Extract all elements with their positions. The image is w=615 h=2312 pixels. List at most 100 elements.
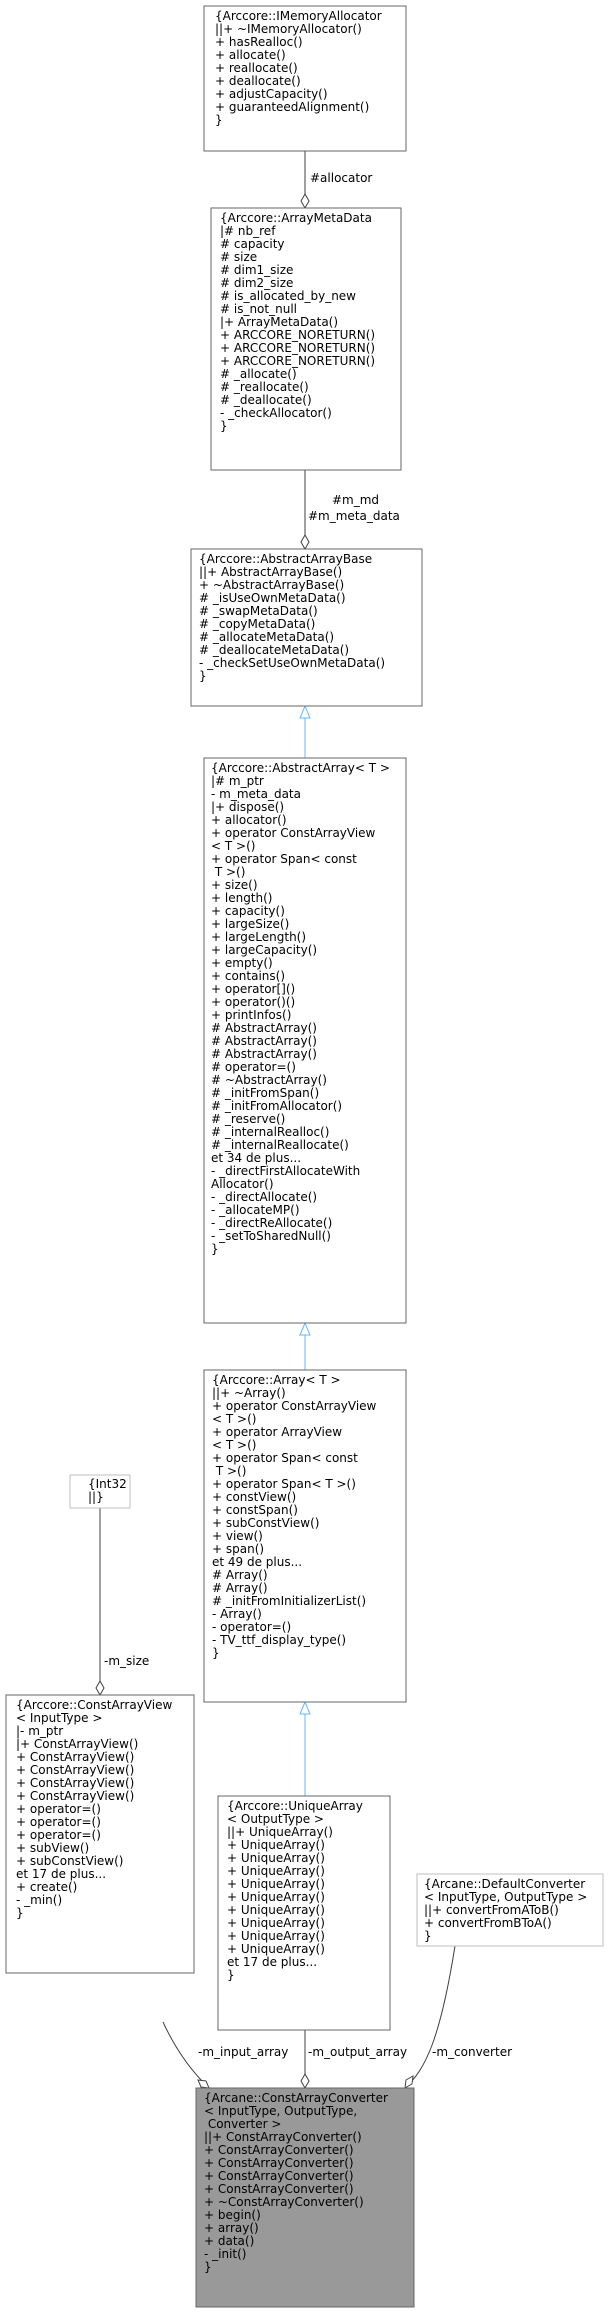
member-line: + UniqueArray() [227,1851,325,1865]
member-line: + operator=() [16,1828,101,1842]
member-line: # _deallocateMetaData() [199,643,349,657]
member-line: # _allocateMetaData() [199,630,334,644]
member-line: ||+ ConstArrayConverter() [204,2130,362,2144]
member-line: + printInfos() [211,1008,291,1022]
member-line: + constView() [212,1490,296,1504]
member-line: < InputType > [16,1711,102,1725]
member-line: ||+ UniqueArray() [227,1825,333,1839]
member-line: + operator ConstArrayView [212,1399,377,1413]
member-line: + ~ConstArrayConverter() [204,2195,364,2209]
member-line: |- m_ptr [16,1724,63,1738]
node-array: {Arccore::Array< T >||+ ~Array()+ operat… [203,1369,407,1703]
member-line: + ConstArrayView() [16,1763,134,1777]
member-line: - _checkSetUseOwnMetaData() [199,656,385,670]
nodes: {Arccore::IMemoryAllocator||+ ~IMemoryAl… [5,5,604,2308]
member-line: + view() [212,1529,263,1543]
node-text-abstract-array: {Arccore::AbstractArray< T >|# m_ptr- m_… [211,761,390,1256]
edge-label-output-array: -m_output_array [308,2045,407,2059]
member-line: T >() [211,865,245,879]
member-line: < T >() [212,1412,256,1426]
node-text-int32: {Int32||} [88,1477,127,1504]
member-line: + size() [211,878,258,892]
member-line: } [220,419,228,433]
member-line: } [227,1968,235,1982]
member-line: } [204,2260,212,2274]
member-line: < InputType, OutputType, [204,2104,357,2118]
member-line: + UniqueArray() [227,1916,325,1930]
member-line: + operator()() [211,995,295,1009]
member-line: # operator=() [211,1060,296,1074]
member-line: + UniqueArray() [227,1903,325,1917]
member-line: - _setToSharedNull() [211,1229,331,1243]
node-text-const-array-view: {Arccore::ConstArrayView< InputType >|- … [16,1698,172,1920]
member-line: - Array() [212,1607,262,1621]
edge-label-size: -m_size [104,1654,149,1668]
member-line: {Arccore::ConstArrayView [16,1698,172,1712]
member-line: + reallocate() [215,61,298,75]
diamond-output-array [300,2072,310,2090]
member-line: T >() [212,1464,246,1478]
member-line: + data() [204,2234,254,2248]
member-line: } [215,113,223,127]
member-line: + operator Span< const [211,852,357,866]
member-line: {Arccore::Array< T > [212,1373,341,1387]
member-line: - m_meta_data [211,787,301,801]
node-text-const-array-converter: {Arcane::ConstArrayConverter< InputType,… [204,2091,388,2274]
member-line: + ARCCORE_NORETURN() [220,328,375,342]
member-line: + ConstArrayView() [16,1776,134,1790]
member-line: + subConstView() [16,1854,123,1868]
member-line: {Arccore::AbstractArrayBase [199,552,372,566]
member-line: |+ ConstArrayView() [16,1737,138,1751]
member-line: # _allocate() [220,367,297,381]
node-unique-array: {Arccore::UniqueArray< OutputType >||+ U… [217,1795,391,2031]
member-line: + UniqueArray() [227,1838,325,1852]
member-line: et 49 de plus... [212,1555,302,1569]
edge-converter [404,1945,456,2089]
member-line: + subConstView() [212,1516,319,1530]
diamond-meta-data [300,533,310,551]
member-line: # Array() [212,1568,268,1582]
member-line: # AbstractArray() [211,1047,317,1061]
member-line: < T >() [211,839,255,853]
member-line: + largeCapacity() [211,943,317,957]
member-line: + operator[]() [211,982,295,996]
member-line: } [16,1906,24,1920]
member-line: - _allocateMP() [211,1203,300,1217]
member-line: + ConstArrayView() [16,1789,134,1803]
member-line: + adjustCapacity() [215,87,328,101]
member-line: # _internalRealloc() [211,1125,329,1139]
member-line: # ~AbstractArray() [211,1073,327,1087]
member-line: et 34 de plus... [211,1151,301,1165]
diamond-input-array [197,2079,210,2089]
member-line: + ConstArrayConverter() [204,2156,354,2170]
member-line: + allocator() [211,813,287,827]
member-line: + largeLength() [211,930,306,944]
member-line: # size [220,250,257,264]
member-line: # dim1_size [220,263,293,277]
member-line: Allocator() [211,1177,274,1191]
node-text-unique-array: {Arccore::UniqueArray< OutputType >||+ U… [227,1799,363,1982]
member-line: + subView() [16,1841,89,1855]
node-text-imemory-allocator: {Arccore::IMemoryAllocator||+ ~IMemoryAl… [215,9,382,127]
member-line: - TV_ttf_display_type() [212,1633,346,1647]
node-abstract-array-base: {Arccore::AbstractArrayBase||+ AbstractA… [190,548,423,707]
member-line: + length() [211,891,272,905]
diamond-size [95,1679,105,1697]
diamond-allocator [300,192,310,210]
member-line: ||+ AbstractArrayBase() [199,565,342,579]
member-line: ||+ ~IMemoryAllocator() [215,22,362,36]
member-line: + allocate() [215,48,286,62]
member-line: + convertFromBToA() [424,1916,552,1930]
edges: #allocator #m_md #m_meta_data -m_size -m… [95,150,512,2090]
node-text-abstract-array-base: {Arccore::AbstractArrayBase||+ AbstractA… [199,552,385,683]
member-line: # _reallocate() [220,380,309,394]
member-line: Converter > [204,2117,281,2131]
member-line: + operator Span< T >() [212,1477,356,1491]
member-line: + empty() [211,956,273,970]
member-line: + UniqueArray() [227,1942,325,1956]
member-line: + UniqueArray() [227,1929,325,1943]
member-line: ||} [88,1490,104,1504]
member-line: + array() [204,2221,259,2235]
member-line: # _reserve() [211,1112,285,1126]
member-line: ||+ convertFromAToB() [424,1903,559,1917]
